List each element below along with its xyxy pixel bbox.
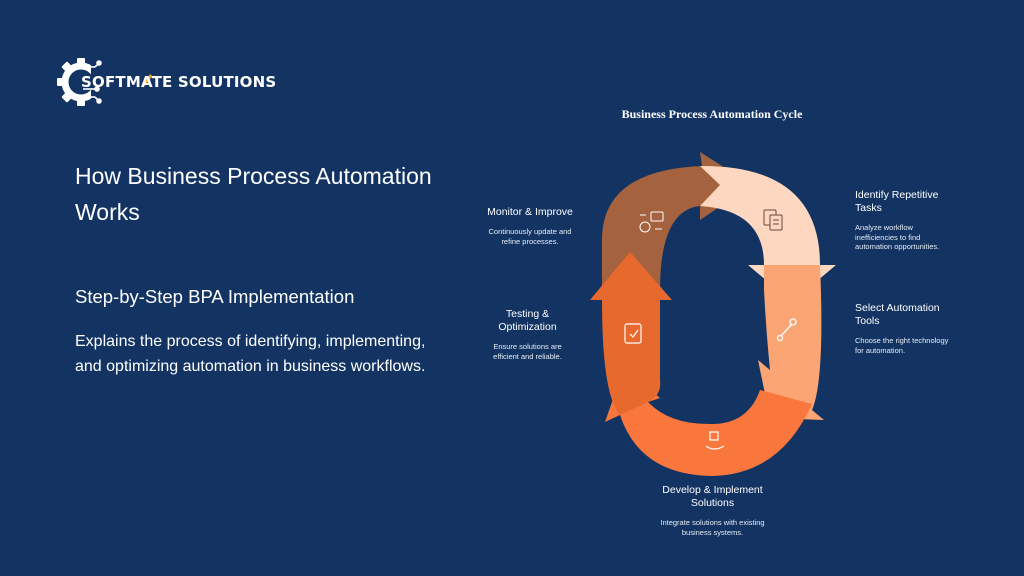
document-list-icon [763, 209, 783, 231]
step-text: Continuously update and refine processes… [488, 227, 572, 246]
step-select: Select Automation Tools Choose the right… [855, 302, 955, 355]
step-label: Develop & Implement Solutions [662, 484, 763, 509]
step-text: Integrate solutions with existing busine… [660, 518, 765, 537]
clipboard-check-icon [624, 323, 642, 344]
diagram-title: Business Process Automation Cycle [621, 107, 803, 121]
step-label: Testing & Optimization [498, 308, 557, 333]
tools-icon [776, 318, 797, 342]
step-text: Analyze workflow inefficiencies to find … [855, 223, 940, 251]
step-identify: Identify Repetitive Tasks Analyze workfl… [855, 189, 955, 252]
step-text: Choose the right technology for automati… [855, 336, 949, 355]
cycle-segment-develop [605, 368, 812, 476]
step-label: Select Automation Tools [855, 302, 940, 327]
step-label: Monitor & Improve [487, 206, 573, 218]
bpa-cycle-diagram [590, 152, 836, 476]
page-title: How Business Process Automation Works [75, 163, 432, 225]
logo-accent-mark [143, 74, 152, 86]
cycle-segment-select [758, 265, 824, 420]
step-testing: Testing & Optimization Ensure solutions … [485, 308, 570, 361]
puzzle-hand-icon [705, 431, 725, 450]
step-text: Ensure solutions are efficient and relia… [493, 342, 562, 361]
gear-icon [57, 58, 105, 106]
section-description: Explains the process of identifying, imp… [75, 333, 426, 375]
cycle-segment-testing [590, 252, 672, 415]
cycle-segment-monitor [602, 152, 752, 290]
brand-name: SOFTMATE SOLUTIONS [81, 73, 277, 91]
step-develop: Develop & Implement Solutions Integrate … [655, 484, 770, 537]
step-monitor: Monitor & Improve Continuously update an… [485, 206, 575, 246]
section-subtitle: Step-by-Step BPA Implementation [75, 286, 355, 307]
step-label: Identify Repetitive Tasks [855, 189, 939, 214]
company-logo [57, 58, 152, 106]
cycle-chart-icon [639, 211, 664, 233]
